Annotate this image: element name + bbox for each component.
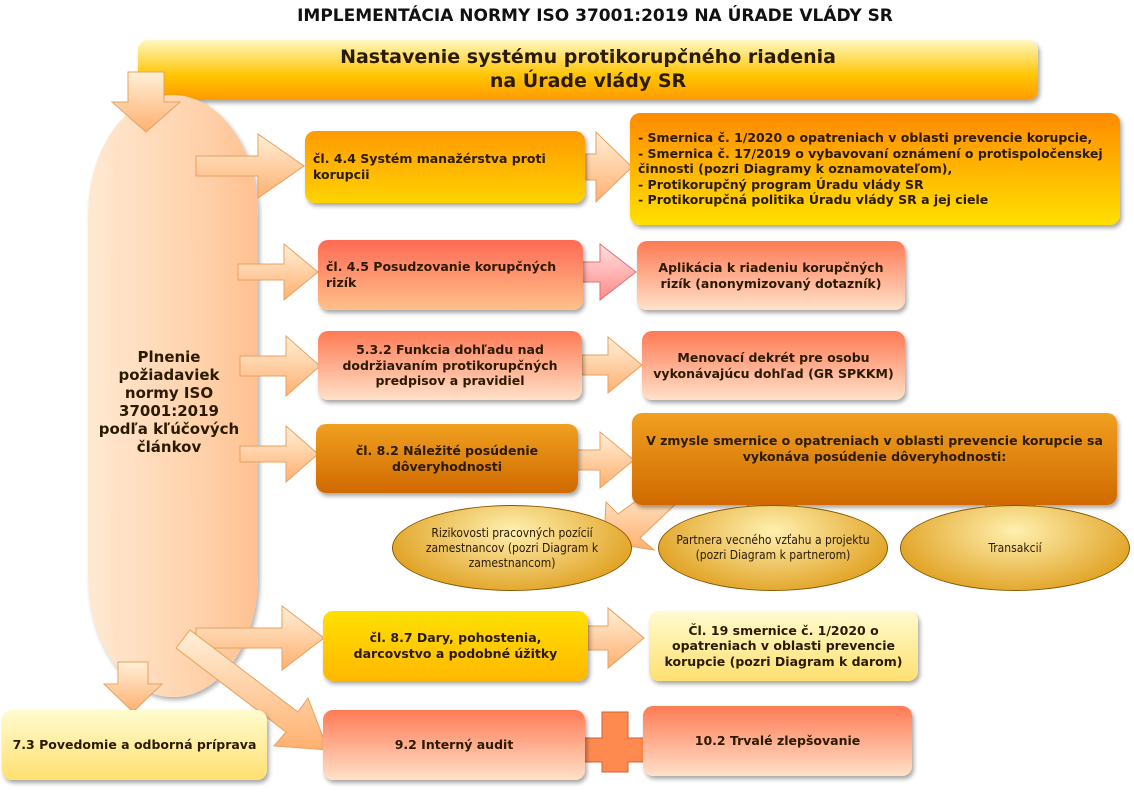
- header-line2: na Úrade vlády SR: [489, 70, 687, 92]
- box-audit: 9.2 Interný audit: [323, 710, 585, 780]
- article-8-2: čl. 8.2 Náležité posúdenie dôveryhodnost…: [316, 424, 578, 493]
- result-line: - Protikorupčný program Úradu vlády SR: [638, 176, 924, 192]
- article-4-5: čl. 4.5 Posudzovanie korupčných rizík: [318, 240, 583, 310]
- header-line1: Nastavenie systému protikorupčného riade…: [340, 46, 836, 69]
- result-8-7: Čl. 19 smernice č. 1/2020 o opatreniach …: [649, 611, 918, 681]
- left-pill-text: Plnenie požiadaviek normy ISO 37001:2019…: [98, 348, 240, 456]
- arrow-row4-result: [569, 430, 635, 490]
- arrow-row4: [239, 424, 319, 484]
- box-improvement: 10.2 Trvalé zlepšovanie: [643, 706, 912, 776]
- arrow-row3: [239, 334, 321, 398]
- ellipse-transactions: Transakcií: [900, 505, 1130, 591]
- ellipse-employees: Rizikovosti pracovných pozícií zamestnan…: [392, 505, 632, 591]
- header-box: Nastavenie systému protikorupčného riade…: [138, 40, 1038, 100]
- left-pill: [88, 95, 258, 697]
- arrow-row2: [237, 242, 319, 302]
- result-line: - Smernica č. 1/2020 o opatreniach v obl…: [638, 129, 1093, 145]
- arrow-row1: [195, 133, 305, 199]
- arrow-row5-result: [587, 606, 645, 670]
- ellipse-partners: Partnera vecného vzťahu a projektu (pozr…: [658, 505, 888, 591]
- result-8-2: V zmysle smernice o opatreniach v oblast…: [632, 413, 1117, 505]
- result-line: - Protikorupčná politika Úradu vlády SR …: [638, 192, 989, 208]
- article-8-7: čl. 8.7 Dary, pohostenia, darcovstvo a p…: [323, 611, 588, 681]
- result-line: - Smernica č. 17/2019 o vybavovaní oznám…: [638, 145, 1103, 177]
- arrow-row2-result: [573, 242, 637, 302]
- arrow-row1-result: [585, 130, 633, 204]
- article-4-4: čl. 4.4 Systém manažérstva proti korupci…: [305, 131, 585, 203]
- result-4-4: - Smernica č. 1/2020 o opatreniach v obl…: [630, 113, 1120, 225]
- article-5-3-2: 5.3.2 Funkcia dohľadu nad dodržiavaním p…: [318, 331, 582, 400]
- arrow-down-training: [102, 661, 164, 713]
- diagram-title: IMPLEMENTÁCIA NORMY ISO 37001:2019 NA ÚR…: [297, 6, 893, 26]
- arrow-row3-result: [581, 335, 643, 395]
- result-5-3-2: Menovací dekrét pre osobu vykonávajúcu d…: [642, 331, 905, 400]
- box-training: 7.3 Povedomie a odborná príprava: [2, 710, 267, 780]
- result-4-5: Aplikácia k riadeniu korupčných rizík (a…: [637, 241, 905, 310]
- arrow-down-top: [110, 71, 182, 133]
- arrow-diagonal-audit: [175, 629, 329, 751]
